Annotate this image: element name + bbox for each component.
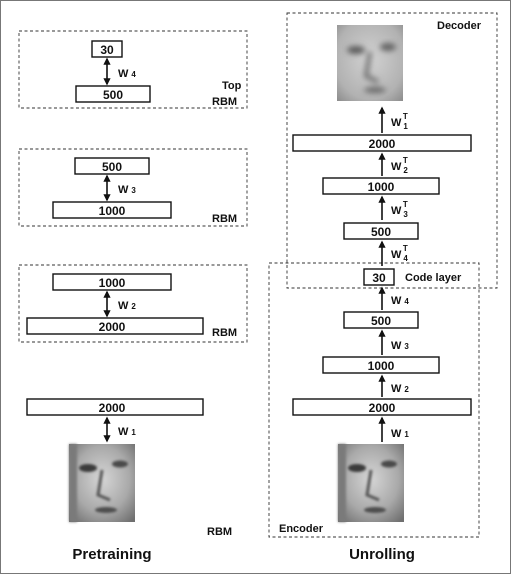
rbm-3-frame [18, 148, 248, 227]
decoder-layer-500 [343, 222, 419, 240]
rbm-1-layer-2000 [26, 398, 204, 416]
top-rbm-frame [18, 30, 248, 109]
rbm-2-layer-2000 [26, 317, 204, 335]
code-layer-box [363, 268, 395, 286]
rbm-2-frame [18, 264, 248, 343]
decoder-layer-2000-label: 2000 [369, 137, 396, 151]
rbm-3-layer-1000 [52, 201, 172, 219]
rbm-2-layer-1000-label: 1000 [99, 276, 126, 290]
top-rbm-layer-500-label: 500 [103, 88, 123, 102]
encoder-label: Encoder [279, 523, 324, 535]
face-image-encoder-input [338, 444, 404, 522]
encoder-layer-2000 [292, 398, 472, 416]
code-layer-label: Code layer [405, 272, 462, 284]
top-rbm-layer-500 [75, 85, 151, 103]
rbm-2-layer-2000-label: 2000 [99, 320, 126, 334]
code-layer-value: 30 [372, 271, 386, 285]
decoder-layer-500-label: 500 [371, 225, 391, 239]
rbm-2-layer-1000 [52, 273, 172, 291]
encoder-layer-500-label: 500 [371, 314, 391, 328]
top-rbm-layer-30 [91, 40, 123, 58]
decoder-label: Decoder [437, 20, 482, 32]
rbm-3-layer-1000-label: 1000 [99, 204, 126, 218]
pretraining-caption: Pretraining [72, 546, 151, 563]
decoder-layer-1000-label: 1000 [368, 180, 395, 194]
rbm-3-label: RBM [212, 213, 237, 225]
top-rbm-layer-30-label: 30 [100, 43, 114, 57]
rbm-3-layer-500-label: 500 [102, 160, 122, 174]
rbm-3-layer-500 [74, 157, 150, 175]
encoder-layer-1000-label: 1000 [368, 359, 395, 373]
encoder-layer-1000 [322, 356, 440, 374]
top-rbm-label-line1: Top [222, 80, 242, 92]
unrolling-caption: Unrolling [349, 546, 415, 563]
encoder-layer-2000-label: 2000 [369, 401, 396, 415]
face-image-pretraining [69, 444, 135, 522]
rbm-2-label: RBM [212, 327, 237, 339]
encoder-layer-500 [343, 311, 419, 329]
rbm-1-layer-2000-label: 2000 [99, 401, 126, 415]
top-rbm-label-line2: RBM [212, 96, 237, 108]
rbm-1-label: RBM [207, 526, 232, 538]
decoder-frame [286, 12, 498, 289]
face-image-reconstruction [337, 25, 403, 101]
encoder-frame [268, 262, 480, 538]
decoder-layer-1000 [322, 177, 440, 195]
decoder-layer-2000 [292, 134, 472, 152]
